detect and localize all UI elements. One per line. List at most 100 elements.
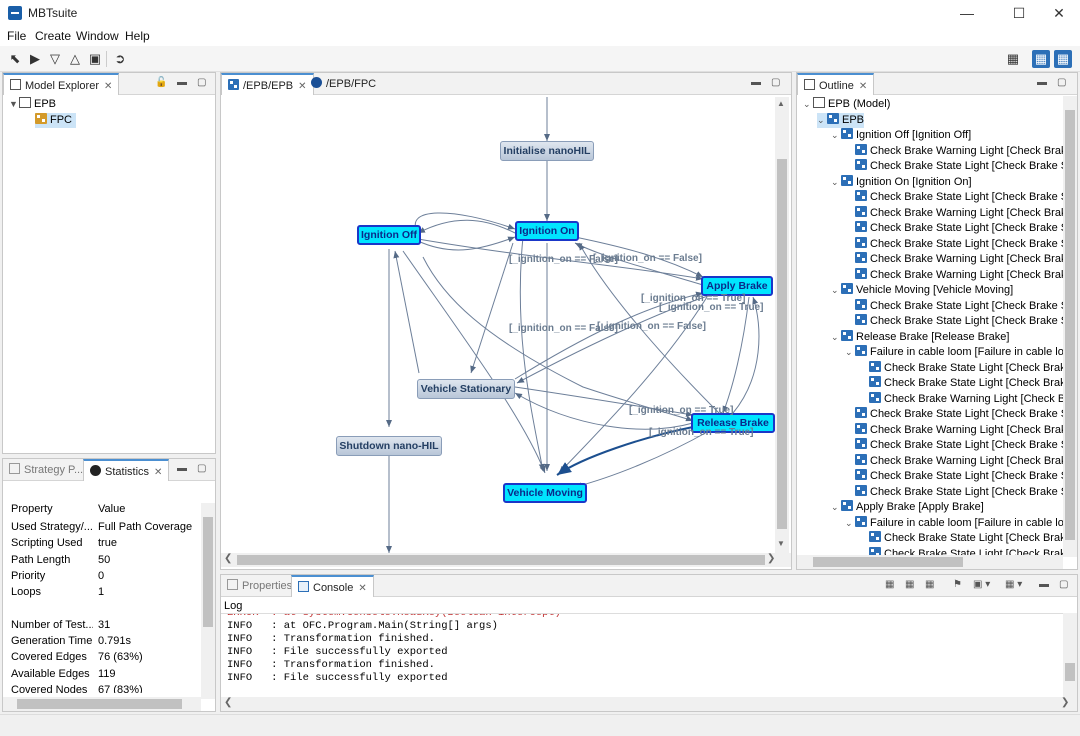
scroll-left-icon[interactable]: ❮ bbox=[224, 553, 233, 564]
node-initialise[interactable]: Initialise nanoHIL bbox=[500, 141, 594, 161]
tab-properties[interactable]: Properties bbox=[221, 575, 298, 597]
collapse-icon[interactable]: ⌄ bbox=[831, 130, 839, 140]
pin-console-icon[interactable]: ⚑ bbox=[953, 579, 962, 590]
console-vscrollbar[interactable] bbox=[1063, 613, 1077, 697]
tab-fpc[interactable]: /EPB/FPC bbox=[305, 73, 382, 95]
close-tab-icon[interactable]: ✕ bbox=[298, 81, 307, 92]
collapse-icon[interactable]: ⌄ bbox=[831, 285, 839, 295]
outline-item[interactable]: Check Brake State Light [Check Brake Sta… bbox=[845, 469, 1063, 484]
edge-off-on-2[interactable] bbox=[414, 212, 516, 234]
statistics-hscrollbar[interactable] bbox=[3, 697, 201, 711]
edge-off-on[interactable] bbox=[417, 236, 516, 251]
console-output[interactable]: ERROR : at System.Console.ReadKey(Boolea… bbox=[221, 613, 1063, 697]
outline-item[interactable]: Check Brake Warning Light [Check Brake bbox=[845, 422, 1063, 438]
display-console-icon[interactable]: ▣ ▾ bbox=[973, 579, 991, 590]
outline-item[interactable]: Check Brake State Light [Check Brake S bbox=[859, 531, 1063, 546]
outline-item[interactable]: ⌄Ignition On [Ignition On] bbox=[831, 174, 972, 190]
outline-item[interactable]: ⌄Failure in cable loom [Failure in cable… bbox=[845, 345, 1063, 360]
collapse-icon[interactable]: ⌄ bbox=[845, 517, 853, 528]
editor-hscrollbar[interactable]: ❮ ❯ bbox=[221, 553, 791, 567]
menu-window[interactable]: Window bbox=[76, 29, 119, 43]
collapse-icon[interactable]: ⌄ bbox=[831, 331, 839, 342]
outline-item[interactable]: Check Brake Warning Light [Check Brake bbox=[845, 453, 1063, 469]
edge-release-moving-active[interactable] bbox=[556, 426, 694, 476]
perspective-icon[interactable]: ▦ bbox=[1032, 50, 1050, 68]
outline-item[interactable]: Check Brake State Light [Check Brake Sta… bbox=[845, 236, 1063, 252]
open-perspective-icon[interactable]: ▦ bbox=[1006, 51, 1020, 66]
collapse-icon[interactable]: ⌄ bbox=[803, 99, 811, 109]
edge-on-moving-2[interactable] bbox=[519, 236, 545, 472]
node-release-brake[interactable]: Release Brake bbox=[691, 413, 775, 433]
outline-item[interactable]: ⌄EPB bbox=[817, 112, 865, 128]
node-shutdown[interactable]: Shutdown nano-HIL bbox=[336, 436, 442, 456]
outline-item[interactable]: Check Brake State Light [Check Brake Sta… bbox=[845, 298, 1063, 314]
maximize-view-icon[interactable]: ▢ bbox=[1059, 579, 1069, 590]
tab-epb[interactable]: /EPB/EPB✕ bbox=[221, 73, 314, 95]
node-ignition-off[interactable]: Ignition Off bbox=[357, 225, 421, 245]
outline-item[interactable]: Check Brake Warning Light [Check Brake bbox=[845, 205, 1063, 221]
word-wrap-icon[interactable]: ▦ bbox=[925, 579, 935, 590]
scroll-right-icon[interactable]: ❯ bbox=[1061, 697, 1070, 708]
collapse-icon[interactable]: ⌄ bbox=[817, 114, 825, 125]
outline-item[interactable]: ⌄Ignition Off [Ignition Off] bbox=[831, 128, 971, 143]
close-button[interactable]: ✕ bbox=[1053, 5, 1065, 21]
edge-off-release[interactable] bbox=[422, 256, 694, 422]
edge-apply-moving[interactable] bbox=[558, 296, 708, 474]
outline-item[interactable]: Check Brake State Light [Check Brake Sta… bbox=[845, 438, 1063, 453]
edge-on-apply[interactable] bbox=[574, 236, 704, 278]
clear-console-icon[interactable]: ▦ bbox=[885, 579, 895, 590]
warning-icon[interactable]: △ bbox=[70, 51, 80, 66]
close-tab-icon[interactable]: ✕ bbox=[858, 81, 868, 92]
outline-item[interactable]: Check Brake Warning Light [Check Brak bbox=[859, 391, 1063, 407]
tab-strategy[interactable]: Strategy P... bbox=[3, 459, 89, 481]
outline-item[interactable]: ⌄Vehicle Moving [Vehicle Moving] bbox=[831, 283, 1013, 298]
close-tab-icon[interactable]: ✕ bbox=[358, 583, 367, 594]
outline-item[interactable]: Check Brake State Light [Check Brake Sta… bbox=[845, 407, 1063, 422]
scroll-thumb[interactable] bbox=[1065, 110, 1075, 540]
console-hscrollbar[interactable]: ❮ ❯ bbox=[221, 697, 1077, 711]
export-icon[interactable]: ▣ bbox=[88, 51, 102, 66]
edge-stationary-off[interactable] bbox=[393, 250, 420, 374]
outline-item[interactable]: Check Brake State Light [Check Brake Sta… bbox=[845, 190, 1063, 205]
scroll-down-icon[interactable]: ▼ bbox=[777, 539, 785, 548]
menu-help[interactable]: Help bbox=[125, 29, 150, 43]
maximize-view-icon[interactable]: ▢ bbox=[1057, 77, 1067, 88]
outline-item[interactable]: Check Brake Warning Light [Check Brake bbox=[845, 143, 1063, 159]
edge-release-apply[interactable] bbox=[732, 296, 760, 414]
scroll-up-icon[interactable]: ▲ bbox=[777, 99, 785, 108]
maximize-view-icon[interactable]: ▢ bbox=[771, 77, 781, 88]
editor-vscrollbar[interactable]: ▲ ▼ bbox=[775, 97, 789, 553]
edge-stationary-release[interactable] bbox=[514, 386, 694, 417]
scroll-thumb[interactable] bbox=[203, 517, 213, 627]
outline-item[interactable]: Check Brake Warning Light [Check Brake bbox=[845, 267, 1063, 283]
select-tool-icon[interactable]: ⬉ bbox=[9, 51, 21, 66]
open-console-icon[interactable]: ▦ ▾ bbox=[1005, 579, 1023, 590]
diagram-canvas[interactable]: Initialise nanoHIL Ignition Off Ignition… bbox=[223, 97, 775, 553]
menu-create[interactable]: Create bbox=[35, 29, 72, 43]
edge-release-moving[interactable] bbox=[574, 430, 710, 489]
edge-off-apply[interactable] bbox=[417, 238, 704, 281]
close-tab-icon[interactable]: ✕ bbox=[103, 81, 113, 92]
scroll-left-icon[interactable]: ❮ bbox=[224, 697, 233, 708]
statistics-scrollbar[interactable] bbox=[201, 503, 215, 699]
outline-item[interactable]: ⌄Apply Brake [Apply Brake] bbox=[831, 500, 984, 515]
go-icon[interactable]: ➲ bbox=[114, 51, 126, 66]
edge-release-on[interactable] bbox=[578, 242, 720, 414]
outline-item[interactable]: Check Brake State Light [Check Brake Sta… bbox=[845, 484, 1063, 500]
outline-item[interactable]: Check Brake State Light [Check Brake S bbox=[859, 376, 1063, 391]
minimize-view-icon[interactable]: ▬ bbox=[177, 77, 187, 88]
tab-outline[interactable]: Outline✕ bbox=[797, 73, 875, 95]
tab-model-explorer[interactable]: Model Explorer✕ bbox=[3, 73, 120, 95]
minimize-view-icon[interactable]: ▬ bbox=[1037, 77, 1047, 88]
scroll-thumb[interactable] bbox=[777, 159, 787, 529]
filter-icon[interactable]: ▽ bbox=[50, 51, 60, 66]
minimize-view-icon[interactable]: ▬ bbox=[177, 463, 187, 474]
node-vehicle-moving[interactable]: Vehicle Moving bbox=[503, 483, 587, 503]
scroll-thumb[interactable] bbox=[17, 699, 182, 709]
edge-release-stationary[interactable] bbox=[514, 392, 694, 430]
menu-file[interactable]: File bbox=[7, 29, 27, 43]
outline-item[interactable]: Check Brake State Light [Check Brake Sta… bbox=[845, 314, 1063, 329]
minimize-view-icon[interactable]: ▬ bbox=[751, 77, 761, 88]
tree-item-fpc[interactable]: FPC bbox=[35, 113, 76, 128]
edge-on-off[interactable] bbox=[417, 219, 516, 234]
